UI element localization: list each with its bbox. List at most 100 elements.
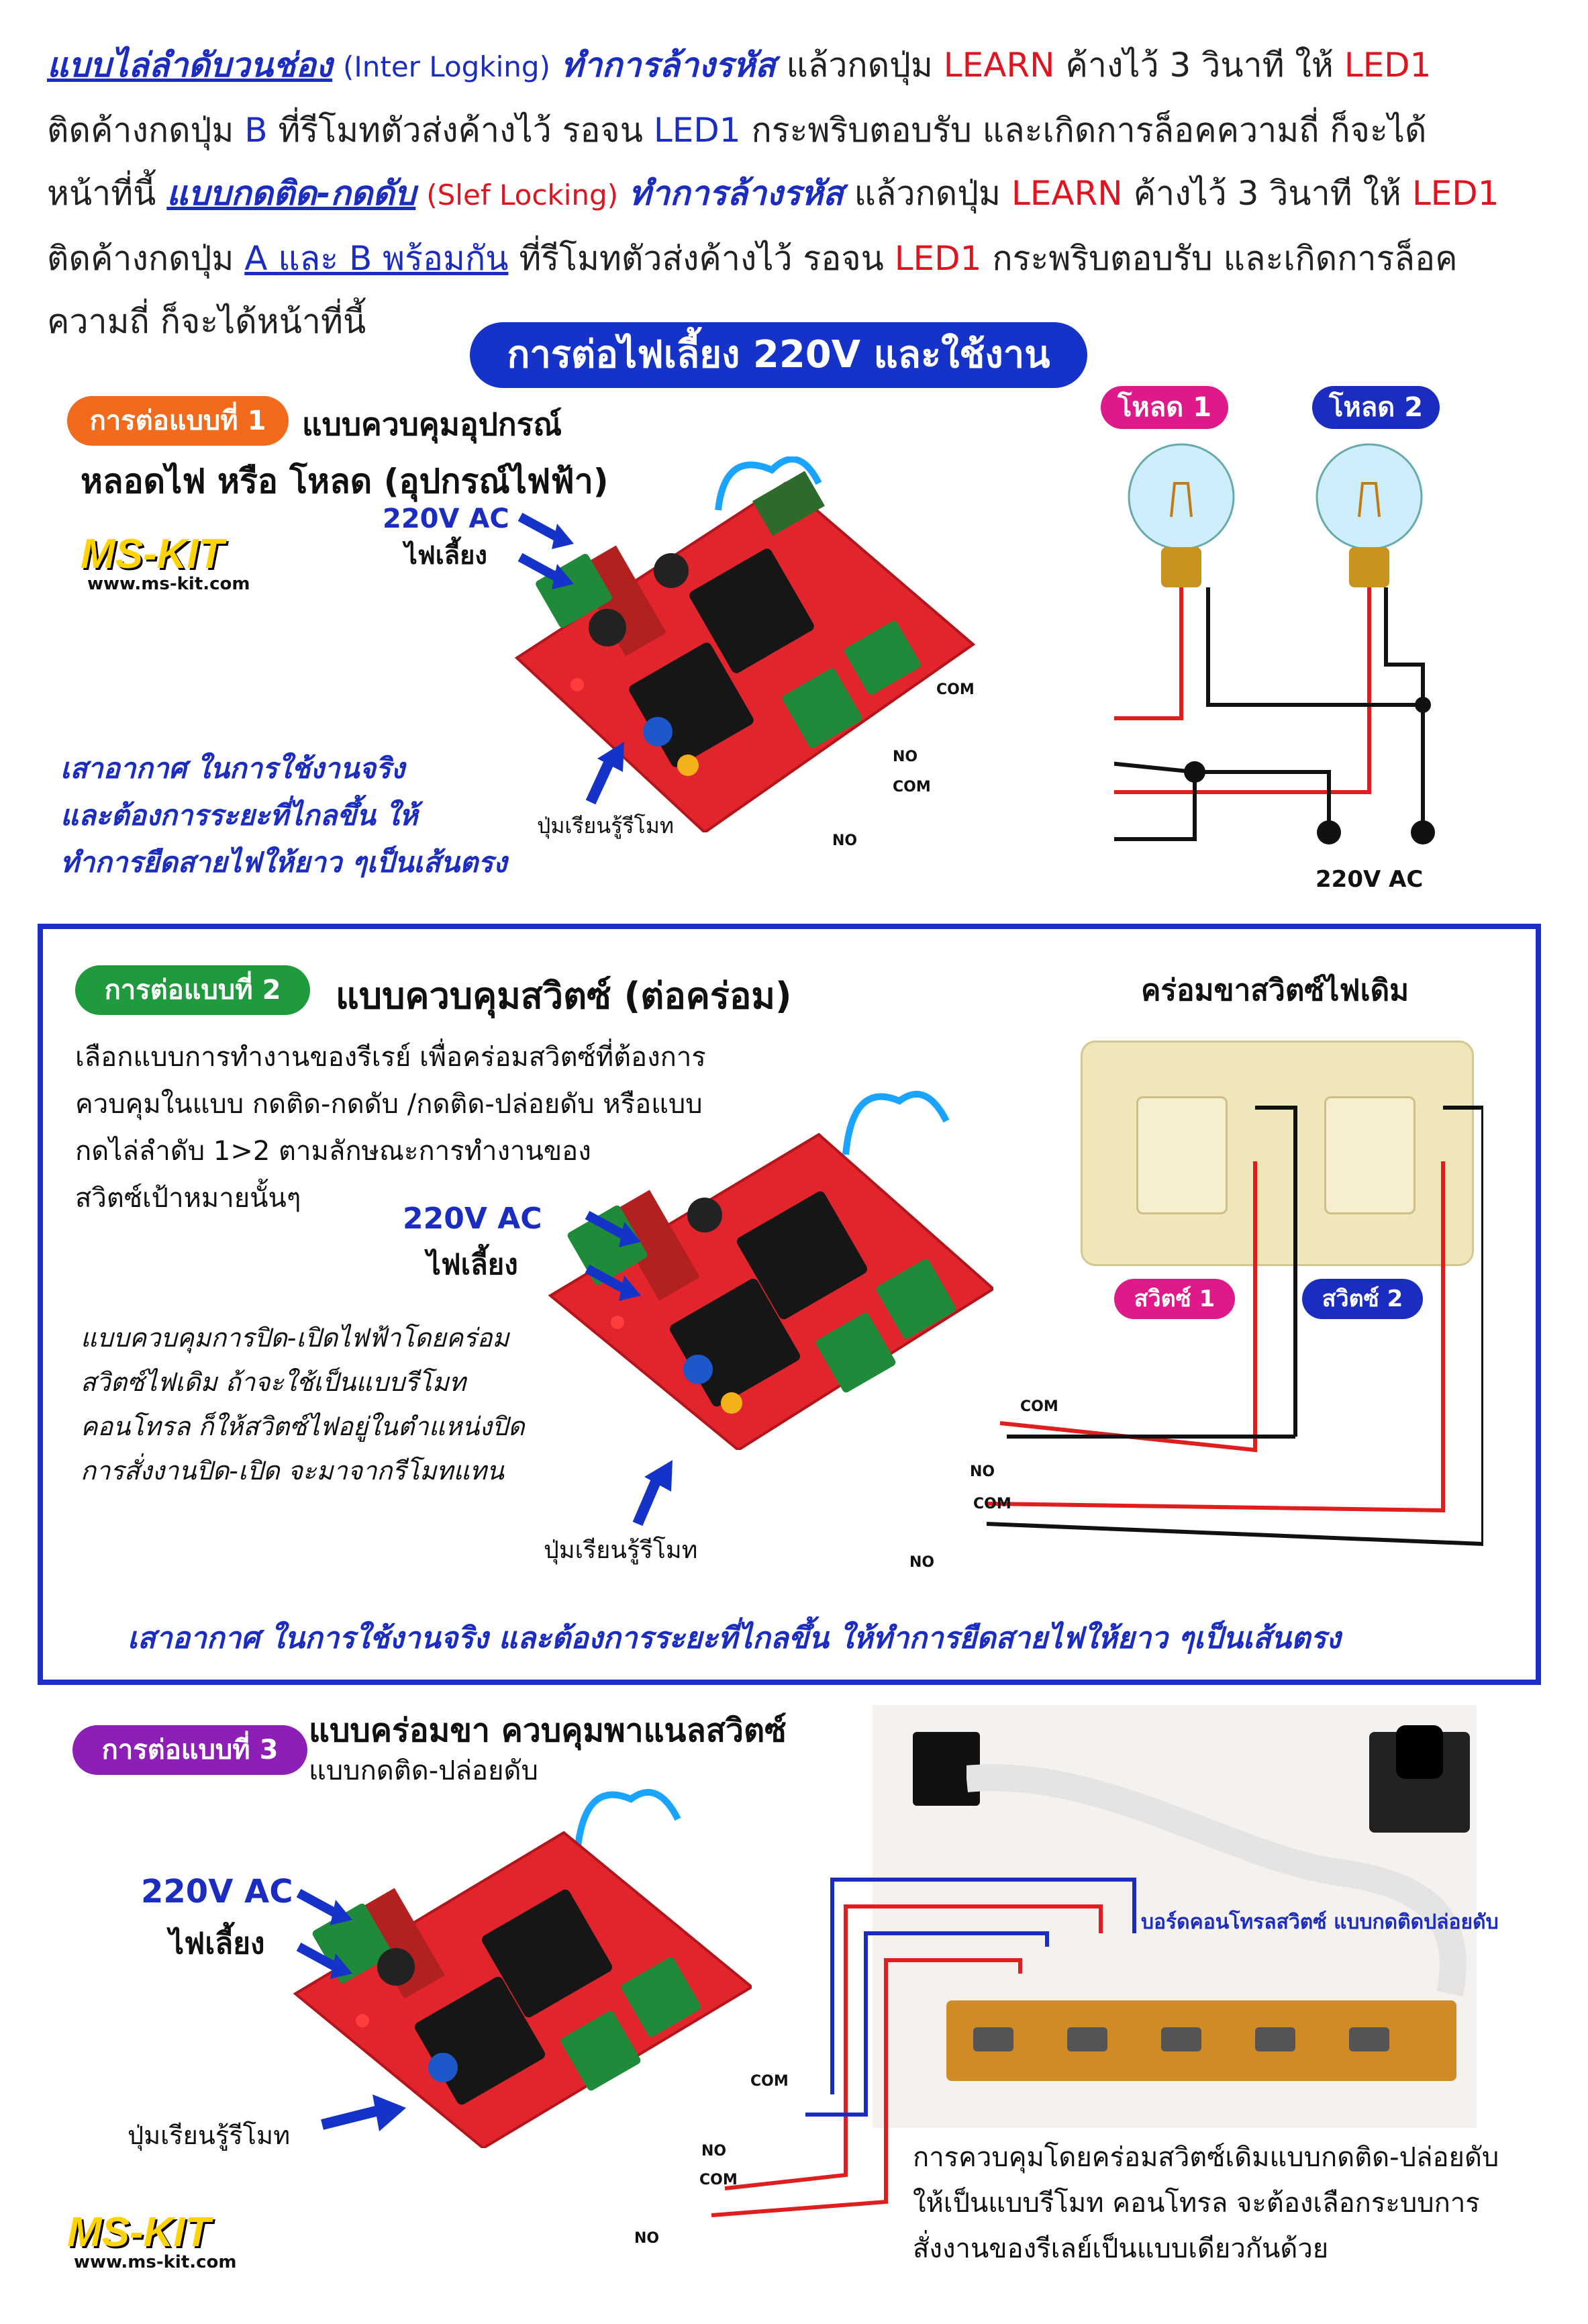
antenna-note-1-line1: เสาอากาศ ในการใช้งานจริง	[60, 752, 405, 785]
panel-button-4	[1255, 2027, 1295, 2051]
power-arrows-2	[585, 1210, 641, 1301]
intro-line-4: ติดค้างกดปุ่ม A และ B พร้อมกัน ที่รีโมทต…	[47, 227, 1544, 290]
section3-power: 220V AC ไฟเลี้ยง	[141, 1873, 293, 1967]
power-sub-3: ไฟเลี้ยง	[168, 1927, 265, 1961]
intro-p1-d: ติดค้างกดปุ่ม	[47, 111, 234, 150]
intro-line-2: ติดค้างกดปุ่ม B ที่รีโมทตัวส่งค้างไว้ รอ…	[47, 99, 1544, 162]
learn-label-1: ปุ่มเรียนรู้รีโมท	[537, 813, 674, 838]
relay-board-3-graphic	[293, 1789, 754, 2150]
logo-url: www.ms-kit.com	[87, 574, 250, 594]
intro-p2-g: ความถี่ ก็จะได้หน้าที่นี้	[47, 302, 366, 341]
power-arrows-3	[296, 1888, 352, 1979]
logo-url-bottom: www.ms-kit.com	[74, 2252, 237, 2272]
section1-title: แบบควบคุมอุปกรณ์	[302, 406, 562, 442]
terminal-com-5: COM	[750, 2073, 789, 2090]
learn-arrow-2	[632, 1460, 673, 1527]
learn-label-3: ปุ่มเรียนรู้รีโมท	[128, 2121, 291, 2150]
relay-board-2-graphic	[548, 1091, 996, 1452]
section2-desc-line3: กดไล่ลำดับ 1>2 ตามลักษณะการทำงานของ	[75, 1136, 591, 1167]
terminal-com-1: COM	[936, 681, 975, 698]
relay-board-3	[282, 1772, 754, 2150]
intro-p1-e: ที่รีโมทตัวส่งค้างไว้ รอจน	[278, 111, 643, 150]
switch-title: คร่อมขาสวิตซ์ไฟเดิม	[1141, 973, 1409, 1008]
learn-arrow-1	[585, 742, 624, 805]
load2-label: โหลด 2	[1312, 386, 1440, 429]
power-sub: ไฟเลี้ยง	[404, 540, 487, 570]
logo-text: MS-KIT	[81, 531, 224, 577]
antenna-note-1: เสาอากาศ ในการใช้งานจริง และต้องการระยะท…	[60, 745, 507, 886]
switch2-label: สวิตซ์ 2	[1302, 1279, 1423, 1319]
terminal-no-2: NO	[832, 832, 858, 849]
section2-note-line3: คอนโทรล ก็ให้สวิตซ์ไฟอยู่ในตำแหน่งปิด	[81, 1412, 525, 1441]
learn-arrow-3	[321, 2094, 406, 2131]
section1-subtitle: หลอดไฟ หรือ โหลด (อุปกรณ์ไฟฟ้า)	[81, 462, 609, 501]
section2-desc-line1: เลือกแบบการทำงานของรีเรย์ เพื่อคร่อมสวิต…	[75, 1042, 706, 1073]
bulb-1-icon	[1128, 443, 1235, 587]
intro-p2-btn: A และ B พร้อมกัน	[244, 239, 509, 278]
terminal-no-5: NO	[701, 2143, 727, 2160]
section1-pill: การต่อแบบที่ 1	[67, 396, 289, 446]
section2-desc: เลือกแบบการทำงานของรีเรย์ เพื่อคร่อมสวิต…	[75, 1034, 706, 1222]
section3-subtitle: แบบกดติด-ปล่อยดับ	[309, 1755, 538, 1786]
antenna-note-1-line3: ทำการยืดสายไฟให้ยาว ๆเป็นเส้นตรง	[60, 846, 507, 879]
logo-text-bottom: MS-KIT	[67, 2209, 211, 2256]
terminal-no-3: NO	[970, 1463, 995, 1480]
intro-p2-b: แล้วกดปุ่ม	[854, 174, 1001, 213]
power-label-3: 220V AC	[141, 1873, 293, 1910]
intro-p2-f: กระพริบตอบรับ และเกิดการล็อค	[992, 239, 1458, 278]
terminal-com-6: COM	[699, 2172, 738, 2188]
section2-title: แบบควบคุมสวิตซ์ (ต่อคร่อม)	[336, 975, 792, 1017]
antenna-note-1-line2: และต้องการระยะที่ไกลขึ้น ให้	[60, 799, 418, 832]
terminal-com-2: COM	[893, 779, 931, 795]
panel-button-2	[1067, 2027, 1107, 2051]
panel-button-5	[1349, 2027, 1389, 2051]
intro-p2-c: ค้างไว้ 3 วินาที ให้	[1133, 174, 1401, 213]
intro-p2-led: LED1	[1411, 174, 1499, 213]
section3-note: การควบคุมโดยคร่อมสวิตซ์เดิมแบบกดติด-ปล่อ…	[913, 2135, 1499, 2272]
mode-selflock-title: แบบกดติด-กดดับ	[166, 174, 416, 213]
intro-p1-c: ค้างไว้ 3 วินาที ให้	[1065, 46, 1334, 85]
antenna-note-2: เสาอากาศ ในการใช้งานจริง และต้องการระยะท…	[128, 1621, 1341, 1655]
intro-p1-f: กระพริบตอบรับ และเกิดการล็อคความถี่ ก็จะ…	[751, 111, 1427, 150]
switch-board-label: บอร์ดคอนโทรลสวิตซ์ แบบกดติดปล่อยดับ	[1141, 1910, 1499, 1934]
ribbon-cable	[966, 1764, 1467, 1996]
section2-power: 220V AC ไฟเลี้ยง	[403, 1202, 542, 1287]
switch-wiring	[986, 1106, 1483, 1547]
wiring-banner: การต่อไฟเลี้ยง 220V และใช้งาน	[470, 322, 1087, 388]
wall-switch-plate	[1081, 1040, 1474, 1266]
section3-note-line1: การควบคุมโดยคร่อมสวิตซ์เดิมแบบกดติด-ปล่อ…	[913, 2142, 1499, 2173]
terminal-com-3: COM	[1020, 1398, 1058, 1415]
tact-switch-cap	[1396, 1725, 1443, 1779]
section2-note-line4: การสั่งงานปิด-เปิด จะมาจากรีโมทแทน	[81, 1456, 504, 1486]
panel-button-3	[1161, 2027, 1201, 2051]
panel-wiring	[711, 1878, 1136, 2217]
section3-title: แบบคร่อมขา ควบคุมพาแนลสวิตซ์	[309, 1712, 787, 1749]
wall-switch-1	[1136, 1096, 1228, 1214]
intro-p2-d: ติดค้างกดปุ่ม	[47, 239, 234, 278]
load-wiring	[1114, 443, 1435, 844]
section2-note-line1: แบบควบคุมการปิด-เปิดไฟฟ้าโดยคร่อม	[81, 1323, 509, 1353]
pcb-strip	[946, 2000, 1456, 2081]
mskit-logo-bottom: MS-KIT www.ms-kit.com	[67, 2209, 237, 2272]
intro-p1-led2: LED1	[653, 111, 741, 150]
terminal-no-1: NO	[893, 748, 918, 765]
intro-p1-g: หน้าที่นี้	[47, 174, 156, 213]
intro-p2-led2: LED1	[894, 239, 982, 278]
mode-interlock-en: (Inter Logking)	[342, 50, 550, 83]
intro-p1-learn: LEARN	[943, 46, 1055, 85]
mskit-logo-top: MS-KIT www.ms-kit.com	[81, 530, 250, 594]
power-arrows-1	[517, 512, 574, 589]
section2-desc-line4: สวิตซ์เป้าหมายนั้นๆ	[75, 1183, 301, 1214]
intro-p2-e: ที่รีโมทตัวส่งค้างไว้ รอจน	[519, 239, 884, 278]
intro-p2-a: ทำการล้างรหัส	[628, 174, 844, 213]
section3-note-line3: สั่งงานของรีเลย์เป็นแบบเดียวกันด้วย	[913, 2233, 1329, 2264]
learn-label-2: ปุ่มเรียนรู้รีโมท	[544, 1537, 698, 1564]
switch1-label: สวิตซ์ 1	[1114, 1279, 1235, 1319]
power-label: 220V AC	[383, 503, 509, 534]
switch-panel-photo	[873, 1705, 1477, 2128]
section2-frame	[38, 924, 1541, 1685]
mode-interlock-title: แบบไล่ลำดับวนช่อง	[47, 46, 333, 85]
wall-switch-2	[1324, 1096, 1416, 1214]
intro-text: แบบไล่ลำดับวนช่อง (Inter Logking) ทำการล…	[47, 34, 1544, 353]
section2-note-line2: สวิตซ์ไฟเดิม ถ้าจะใช้เป็นแบบรีโมท	[81, 1367, 466, 1397]
